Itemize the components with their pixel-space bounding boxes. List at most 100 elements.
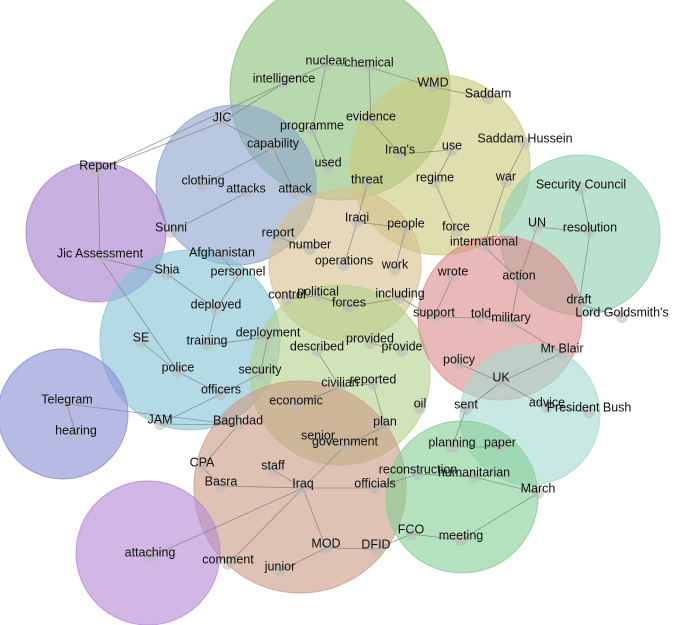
word-label-provided: provided bbox=[346, 331, 394, 345]
edge-people-work bbox=[394, 227, 407, 270]
edge-chemical-evidence bbox=[368, 66, 372, 122]
word-node-police bbox=[172, 366, 184, 378]
word-node-deployment bbox=[262, 331, 274, 343]
word-node-provide bbox=[396, 345, 408, 357]
word-node-reconstruction bbox=[412, 468, 424, 480]
word-node-afghanistan bbox=[216, 251, 228, 263]
word-node-nuclear bbox=[320, 59, 332, 71]
word-label-people: people bbox=[387, 216, 425, 230]
word-label-plan: plan bbox=[373, 414, 397, 428]
word-label-deployed: deployed bbox=[191, 297, 242, 311]
edge-reconstruction-humanitarian bbox=[417, 473, 475, 478]
edge-plan-government bbox=[344, 425, 386, 447]
word-node-attack bbox=[289, 187, 301, 199]
word-node-training bbox=[201, 339, 213, 351]
edge-telegram-baghdad bbox=[66, 403, 239, 426]
edge-forces-including bbox=[348, 297, 401, 308]
word-label-chemical: chemical bbox=[344, 55, 393, 69]
edge-intelligence-report bbox=[97, 82, 285, 171]
edge-jic-capability bbox=[221, 121, 274, 149]
edge-mr-blair-uk bbox=[500, 352, 563, 383]
word-label-economic: economic bbox=[269, 393, 323, 407]
edge-civilian-economic bbox=[295, 386, 341, 406]
word-label-se: SE bbox=[133, 330, 150, 344]
edge-uk-advice bbox=[500, 381, 548, 408]
word-node-dfid bbox=[370, 543, 382, 555]
word-label-wmd: WMD bbox=[417, 75, 448, 89]
word-node-support bbox=[428, 311, 440, 323]
edge-war-international bbox=[483, 180, 507, 247]
edge-military-mr-blair bbox=[510, 321, 563, 354]
word-node-report bbox=[272, 231, 284, 243]
word-label-jam: JAM bbox=[148, 412, 173, 426]
word-node-programme bbox=[306, 124, 318, 136]
word-label-government: government bbox=[312, 434, 379, 448]
word-label-force: force bbox=[442, 219, 470, 233]
word-label-senior: senior bbox=[301, 428, 335, 442]
word-node-humanitarian bbox=[468, 471, 480, 483]
word-node-se bbox=[135, 336, 147, 348]
edge-fco-meeting bbox=[410, 533, 462, 541]
word-node-economic bbox=[290, 399, 302, 411]
word-label-political: political bbox=[297, 284, 339, 298]
word-node-including bbox=[394, 292, 406, 304]
edge-regime-force bbox=[434, 181, 457, 232]
word-node-jam bbox=[154, 418, 166, 430]
word-label-nuclear: nuclear bbox=[306, 53, 347, 67]
word-node-mod bbox=[320, 542, 332, 554]
word-label-international: international bbox=[450, 234, 518, 248]
edge-attacks-sunni bbox=[170, 192, 247, 233]
word-label-evidence: evidence bbox=[346, 109, 396, 123]
edge-iraq-mod bbox=[302, 487, 327, 549]
word-label-used: used bbox=[314, 155, 341, 169]
edge-capability-attack bbox=[272, 147, 296, 194]
word-node-cpa bbox=[196, 461, 208, 473]
word-node-junior bbox=[274, 565, 286, 577]
word-label-police: police bbox=[162, 360, 195, 374]
word-node-comment bbox=[222, 558, 234, 570]
edge-iraq-government bbox=[302, 445, 346, 489]
edge-un-action bbox=[518, 226, 538, 281]
word-label-saddam: Saddam bbox=[465, 86, 512, 100]
word-label-cpa: CPA bbox=[190, 455, 215, 469]
word-label-reported: reported bbox=[350, 372, 397, 386]
word-label-jic-assessment: Jic Assessment bbox=[57, 246, 144, 260]
word-label-use: use bbox=[442, 138, 462, 152]
edge-draft-lord-goldsmith-s bbox=[578, 303, 623, 318]
word-node-officers bbox=[215, 388, 227, 400]
word-label-officers: officers bbox=[201, 382, 241, 396]
word-node-forces bbox=[343, 301, 355, 313]
word-node-plan bbox=[379, 420, 391, 432]
word-label-wrote: wrote bbox=[437, 264, 469, 278]
word-label-control: control bbox=[268, 287, 306, 301]
edge-jic-assessment-shia bbox=[99, 257, 168, 275]
word-node-threat bbox=[361, 178, 373, 190]
word-node-deployed bbox=[210, 303, 222, 315]
edge-march-humanitarian bbox=[473, 476, 539, 494]
word-label-told: told bbox=[471, 306, 491, 320]
edge-international-action bbox=[483, 245, 520, 281]
word-label-attack: attack bbox=[278, 181, 312, 195]
word-label-training: training bbox=[187, 333, 228, 347]
word-node-reported bbox=[367, 378, 379, 390]
edge-report-jic bbox=[97, 121, 223, 171]
word-node-sunni bbox=[165, 226, 177, 238]
word-node-baghdad bbox=[232, 419, 244, 431]
word-label-shia: Shia bbox=[154, 262, 179, 276]
word-label-comment: comment bbox=[202, 552, 254, 566]
word-node-wmd bbox=[427, 81, 439, 93]
edge-meeting-march bbox=[460, 492, 539, 541]
word-node-lord-goldsmith-s bbox=[616, 311, 628, 323]
word-node-intelligence bbox=[278, 77, 290, 89]
edge-jic-intelligence bbox=[221, 82, 285, 123]
edge-chemical-wmd bbox=[368, 66, 434, 88]
word-label-work: work bbox=[381, 257, 409, 271]
word-label-programme: programme bbox=[280, 118, 344, 132]
word-label-draft: draft bbox=[566, 292, 592, 306]
edge-threat-iraqi bbox=[356, 183, 368, 223]
edge-deployed-training bbox=[206, 308, 217, 346]
word-label-sunni: Sunni bbox=[155, 220, 187, 234]
word-label-forces: forces bbox=[332, 295, 366, 309]
word-node-military bbox=[505, 316, 517, 328]
